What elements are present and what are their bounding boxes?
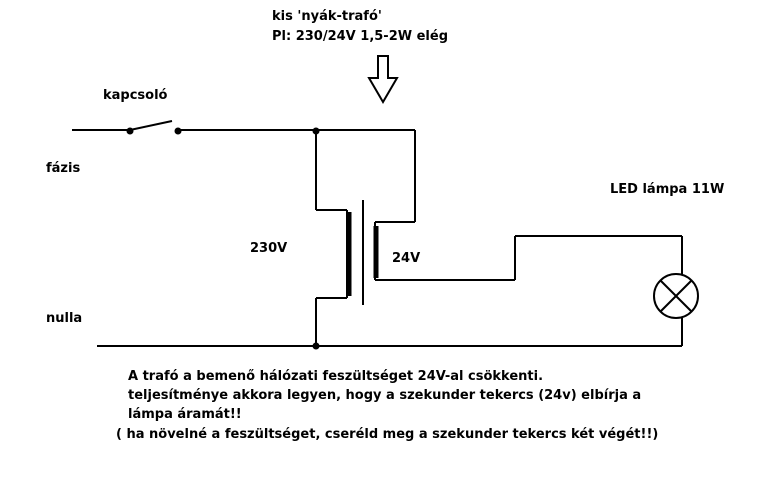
junction-top [312, 127, 320, 135]
neutral-label: nulla [46, 311, 83, 326]
lamp-circle [653, 273, 699, 319]
transformer-spec: Pl: 230/24V 1,5-2W elég [272, 29, 449, 44]
note-line-2: teljesítménye akkora legyen, hogy a szek… [128, 388, 642, 403]
lamp-cross-b [659, 279, 693, 313]
note-line-3: lámpa áramát!! [128, 407, 242, 422]
switch-lever [129, 120, 173, 131]
switch-contact-right [174, 127, 182, 135]
primary-voltage-label: 230V [250, 241, 288, 256]
secondary-voltage-label: 24V [392, 251, 421, 266]
note-line-4: ( ha növelné a feszültséget, cseréld meg… [116, 427, 659, 442]
note-line-1: A trafó a bemenő hálózati feszültséget 2… [128, 369, 544, 384]
junction-bottom [312, 342, 320, 350]
switch-contact-left [126, 127, 134, 135]
switch-label: kapcsoló [103, 88, 168, 103]
transformer-title: kis 'nyák-trafó' [272, 9, 382, 24]
phase-label: fázis [46, 161, 81, 176]
lamp-label: LED lámpa 11W [610, 182, 725, 197]
down-arrow-icon [367, 55, 399, 104]
